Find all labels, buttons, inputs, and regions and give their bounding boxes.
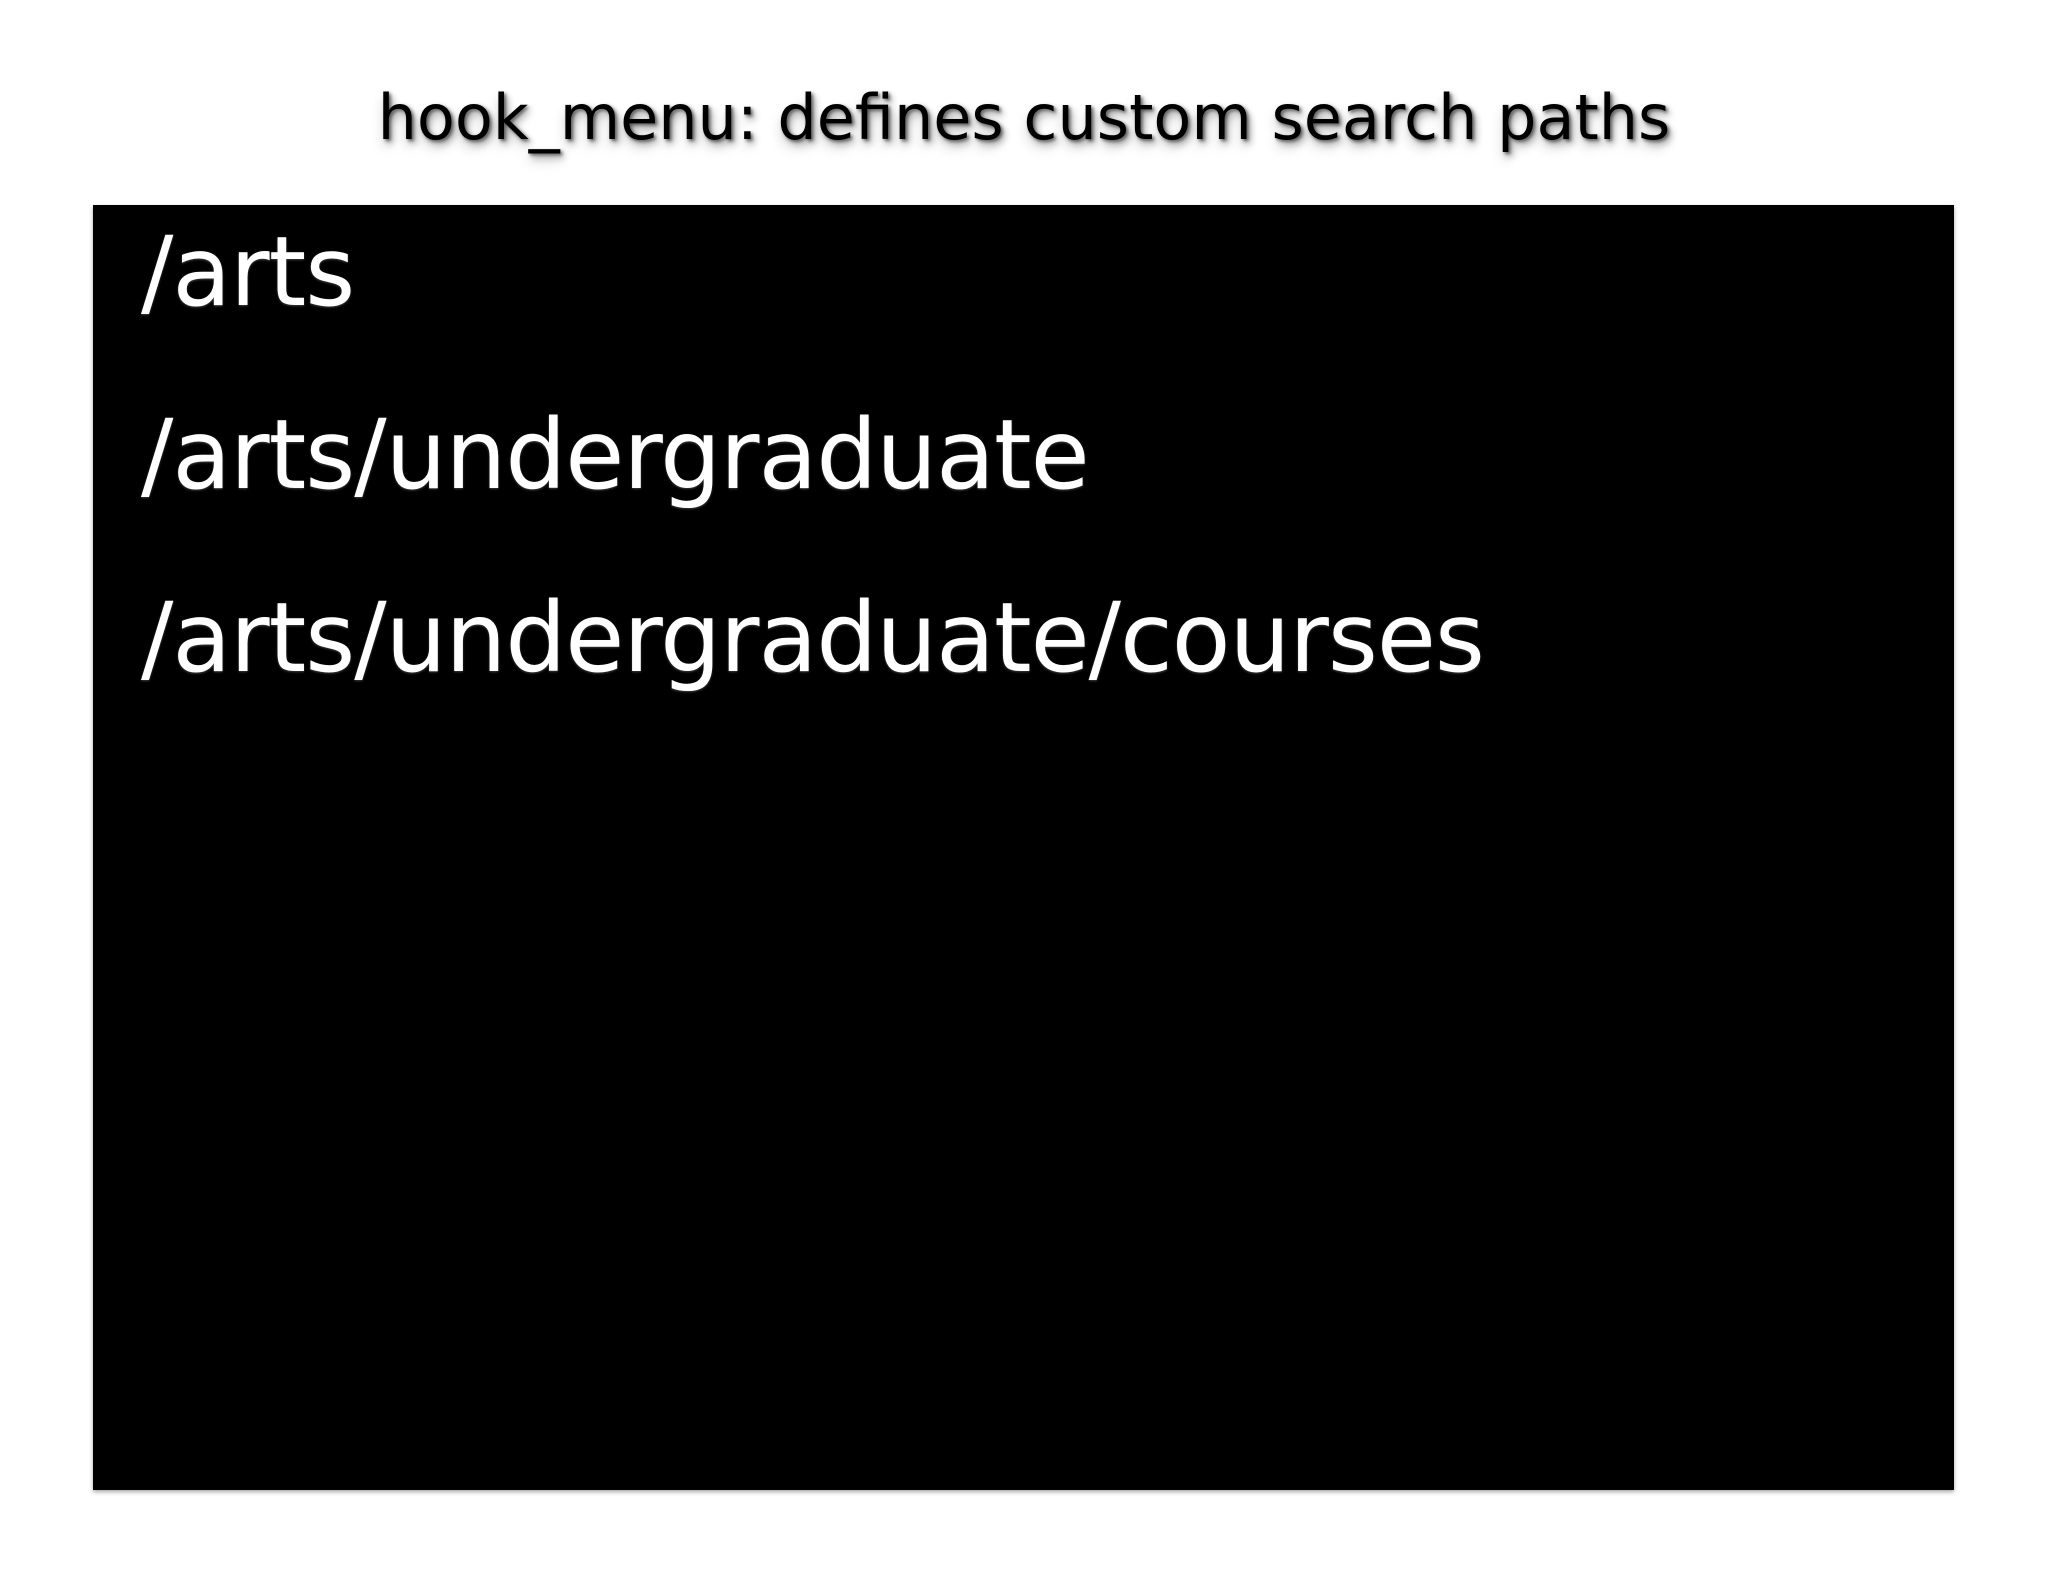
- page-title: hook_menu: defines custom search paths: [377, 81, 1671, 154]
- code-panel: /arts /arts/undergraduate /arts/undergra…: [93, 205, 1954, 1490]
- list-item: /arts/undergraduate: [141, 399, 1090, 511]
- list-item: /arts/undergraduate/courses: [141, 582, 1485, 694]
- list-item: /arts: [141, 216, 355, 328]
